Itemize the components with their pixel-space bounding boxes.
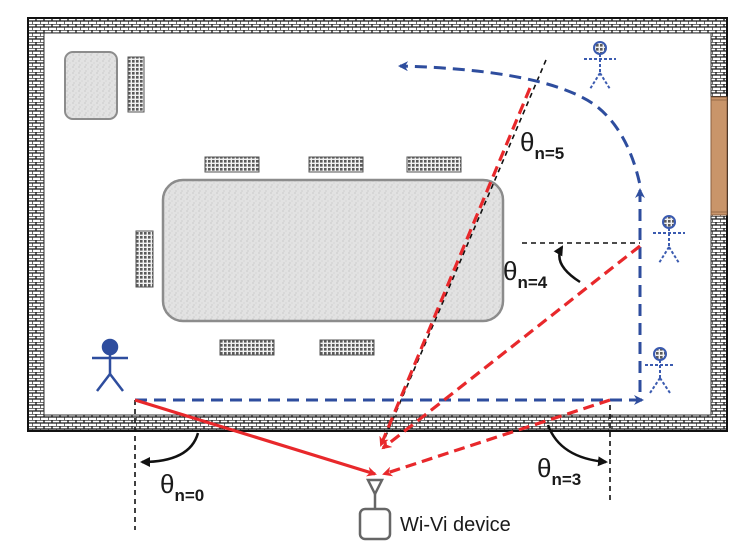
chair-icon <box>127 56 145 113</box>
person-icon <box>92 338 128 392</box>
angle-label-n3: θn=3 <box>537 453 581 489</box>
reflection-rays <box>134 87 641 477</box>
angle-label-n4: θn=4 <box>503 256 548 292</box>
angle-arcs <box>140 245 608 467</box>
person-icon <box>653 215 685 264</box>
chair-icon <box>406 156 462 173</box>
angle-label-n5: θn=5 <box>520 127 564 163</box>
angle-label-n0: θn=0 <box>160 469 204 505</box>
wi-vi-device <box>358 507 392 541</box>
table-icon <box>161 178 505 323</box>
chair-icon <box>204 156 260 173</box>
chair-icon <box>219 339 275 356</box>
person-icon <box>584 41 616 90</box>
cabinet-icon <box>64 51 118 120</box>
chair-icon <box>308 156 364 173</box>
antenna-icon <box>365 478 385 509</box>
device-label: Wi-Vi device <box>400 514 511 536</box>
chair-icon <box>135 230 154 288</box>
person-icon <box>645 347 675 394</box>
motion-path <box>135 61 642 402</box>
door-icon <box>710 96 728 216</box>
chair-icon <box>319 339 375 356</box>
